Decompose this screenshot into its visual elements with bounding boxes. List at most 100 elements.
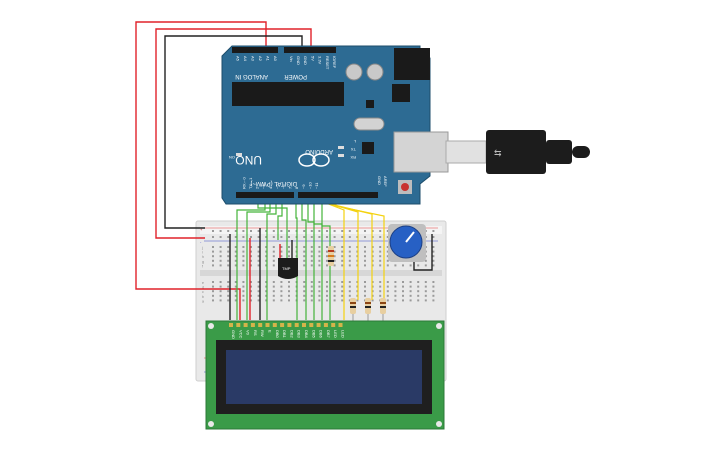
digital-pin-label: 2 (255, 186, 260, 189)
digital-pin-label: ~6 (281, 184, 286, 189)
rail-minus-label: - (200, 239, 202, 244)
digital-pin-label: ~10 (307, 181, 312, 189)
lcd-pin-label: DB3 (297, 330, 302, 339)
analog-header[interactable] (232, 47, 278, 53)
digital-label: DIGITAL (PWM~) (250, 180, 297, 186)
lcd-pin[interactable] (316, 323, 321, 327)
power-label: POWER (284, 73, 307, 79)
crystal-oscillator (353, 117, 385, 131)
sensor-label: TMP (282, 266, 291, 271)
lcd-pin[interactable] (250, 323, 255, 327)
l-label: L (353, 139, 356, 144)
power-jack[interactable] (394, 48, 430, 80)
lcd-pin[interactable] (287, 323, 292, 327)
potentiometer[interactable] (388, 224, 426, 262)
usb-icon: ⇆ (494, 148, 502, 158)
lcd-pin[interactable] (229, 323, 233, 327)
usb-cable: ⇆ (445, 130, 590, 174)
lcd-pin-label: DB0 (275, 330, 280, 339)
digital-pin-label: 4 (268, 186, 273, 189)
lcd-pin-label: DB6 (319, 330, 324, 339)
row-letter: h (202, 255, 204, 259)
digital-pin-label: 7 (288, 186, 293, 189)
potentiometer-knob-icon (405, 231, 415, 243)
lcd-pin[interactable] (258, 323, 263, 327)
digital-pin-label: 8 (294, 186, 299, 189)
analog-pin-label: A3 (251, 56, 256, 62)
digital-pin-label: ~9 (301, 184, 306, 189)
row-letter: j (201, 246, 203, 250)
row-letter: c (202, 290, 204, 294)
lcd-pin-label: DB5 (311, 330, 316, 339)
rx-label: RX (350, 155, 356, 160)
aref-label: AREF (383, 176, 388, 187)
power-pin-label: IOREF (332, 56, 337, 69)
lcd-pin[interactable] (323, 323, 328, 327)
lcd-pin-label: LED (333, 330, 338, 338)
digital-pin-label: RX←0 (241, 176, 246, 189)
analog-pin-label: A2 (258, 56, 263, 62)
lcd-pin-label: V0 (246, 330, 251, 336)
lcd-pin-label: DB1 (282, 330, 287, 339)
lcd-pin[interactable] (338, 323, 343, 327)
row-letter: b (202, 295, 204, 299)
digital-header-low[interactable] (236, 192, 294, 198)
analog-pin-label: A1 (266, 56, 271, 62)
power-pin-label: GND (296, 56, 301, 65)
temperature-sensor: TMP (278, 258, 298, 279)
lcd-pin-label: RS (253, 330, 258, 336)
row-letter: a (202, 299, 204, 303)
reset-button[interactable] (401, 183, 409, 191)
on-label: ON (229, 155, 235, 160)
resistor-pot (328, 246, 334, 266)
power-pin-label: RESET (325, 56, 330, 70)
digital-pin-label: TX→1 (248, 177, 253, 189)
row-letter: i (202, 251, 203, 255)
power-pin-label: Vin (289, 56, 294, 62)
lcd-pin-label: DB7 (326, 330, 331, 339)
lcd-pin[interactable] (272, 323, 277, 327)
row-letter: d (202, 286, 204, 290)
digital-header-high[interactable] (298, 192, 378, 198)
brand-label: ARDUINO (305, 148, 333, 154)
uno-label: UNO (235, 153, 262, 167)
lcd-pin[interactable] (331, 323, 336, 327)
digital-pin-label: ~5 (274, 184, 279, 189)
lcd-pin[interactable] (309, 323, 314, 327)
analog-pin-label: A4 (243, 56, 248, 62)
microcontroller-chip (232, 82, 344, 106)
analog-pin-label: A5 (236, 56, 241, 62)
lcd-pin-label: DB2 (289, 330, 294, 339)
gnd-label: GND (377, 176, 382, 185)
digital-pin-label: ~3 (261, 184, 266, 189)
power-pin-label: 5V (310, 56, 315, 61)
lcd-pin-label: GND (231, 330, 236, 339)
lcd-screen (226, 350, 422, 404)
lcd-pin-label: RW (260, 330, 265, 337)
lcd-pin-label: LED (341, 330, 346, 338)
arduino-logo-icon (298, 153, 330, 167)
lcd-pin[interactable] (302, 323, 306, 327)
arduino-board: UNO ARDUINO ANALOG IN POWER DIGITAL (PWM… (221, 45, 449, 205)
power-header[interactable] (284, 47, 336, 53)
row-letter: g (202, 260, 204, 264)
lcd-pin[interactable] (236, 323, 241, 327)
capacitor-icon (345, 63, 363, 81)
rail-plus-label: + (200, 227, 203, 232)
lcd-pin[interactable] (265, 323, 270, 327)
capacitor-icon (366, 63, 384, 81)
digital-pin-label: ~11 (314, 182, 319, 189)
analog-in-label: ANALOG IN (235, 73, 268, 79)
row-letter: f (202, 264, 203, 268)
tx-label: TX (351, 147, 356, 152)
lcd-pin[interactable] (294, 323, 299, 327)
lcd-pin-label: VCC (238, 330, 243, 339)
lcd-pin[interactable] (243, 323, 248, 327)
usb-port[interactable] (393, 131, 449, 173)
lcd-pin[interactable] (280, 323, 285, 327)
lcd-pin-label: DB4 (304, 330, 309, 339)
power-pin-label: GND (303, 56, 308, 65)
analog-pin-label: A0 (273, 56, 278, 62)
